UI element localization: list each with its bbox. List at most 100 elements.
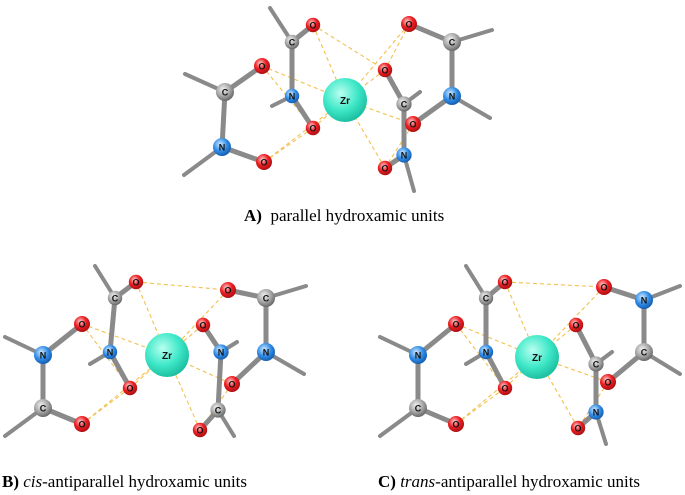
coordination-bond (344, 99, 414, 125)
nitrogen-atom-sphere (443, 87, 461, 105)
nitrogen-atom: N (257, 343, 275, 361)
caption-c-prefix: trans (400, 472, 436, 491)
nitrogen-atom-sphere (213, 138, 231, 156)
oxygen-label: O (309, 124, 316, 134)
oxygen-atom: O (497, 380, 513, 396)
caption-b-letter: B) (2, 472, 19, 491)
nitrogen-label: N (263, 348, 270, 358)
coordination-bond (344, 69, 386, 101)
coordination-bond (263, 127, 314, 163)
coordination-bond (384, 23, 410, 71)
nitrogen-label: N (415, 351, 422, 361)
oxygen-atom-sphere (224, 376, 240, 392)
oxygen-atom-sphere (220, 282, 236, 298)
oxygen-label: O (452, 420, 459, 430)
carbon-atom: C (443, 33, 461, 51)
carbon-atom-sphere (409, 399, 427, 417)
oxygen-label: O (381, 66, 388, 76)
oxygen-atom: O (401, 16, 417, 32)
carbon-atom: C (257, 289, 275, 307)
coordination-bond (312, 24, 386, 71)
oxygen-atom-sphere (122, 380, 138, 396)
carbon-atom-sphere (588, 356, 604, 372)
nitrogen-label: N (449, 92, 456, 102)
oxygen-atom: O (122, 380, 138, 396)
coordination-bond (81, 323, 168, 356)
nitrogen-label: N (219, 143, 226, 153)
nitrogen-label: N (107, 348, 114, 358)
oxygen-atom-sphere (254, 58, 270, 74)
nitrogen-atom: N (213, 138, 231, 156)
oxygen-atom: O (195, 317, 211, 333)
caption-b: B) cis-antiparallel hydroxamic units (2, 472, 247, 492)
nitrogen-atom-sphere (409, 346, 427, 364)
oxygen-atom-sphere (568, 317, 584, 333)
carbon-label: C (401, 100, 408, 110)
nitrogen-label: N (483, 348, 490, 358)
nitrogen-atom: N (588, 404, 604, 420)
caption-a: A) parallel hydroxamic units (244, 206, 444, 226)
oxygen-atom-sphere (74, 416, 90, 432)
carbon-label: C (593, 360, 600, 370)
carbon-label: C (289, 38, 296, 48)
carbon-atom-sphere (443, 33, 461, 51)
oxygen-atom-sphere (256, 154, 272, 170)
oxygen-atom-sphere (195, 317, 211, 333)
oxygen-atom: O (128, 274, 144, 290)
nitrogen-atom-sphere (34, 346, 52, 364)
oxygen-label: O (405, 20, 412, 30)
nitrogen-label: N (40, 351, 47, 361)
oxygen-atom: O (74, 316, 90, 332)
nitrogen-label: N (218, 348, 225, 358)
oxygen-atom-sphere (305, 17, 321, 33)
carbon-atom: C (107, 290, 123, 306)
nitrogen-atom-sphere (213, 344, 229, 360)
oxygen-atom-sphere (377, 160, 393, 176)
coordination-bond (135, 281, 229, 291)
oxygen-atom: O (377, 62, 393, 78)
oxygen-label: O (600, 283, 607, 293)
nitrogen-label: N (289, 92, 296, 102)
coordination-bond (384, 123, 414, 169)
carbon-atom-sphere (210, 402, 226, 418)
oxygen-atom: O (224, 376, 240, 392)
oxygen-label: O (501, 384, 508, 394)
coordination-bond (344, 23, 410, 101)
carbon-label: C (641, 348, 648, 358)
oxygen-label: O (260, 158, 267, 168)
carbon-atom: C (635, 343, 653, 361)
oxygen-atom-sphere (192, 422, 208, 438)
carbon-atom: C (409, 399, 427, 417)
carbon-label: C (263, 294, 270, 304)
oxygen-atom-sphere (600, 374, 616, 390)
oxygen-label: O (604, 378, 611, 388)
caption-a-letter: A) (244, 206, 262, 225)
covalent-bond (219, 89, 228, 150)
oxygen-atom: O (568, 317, 584, 333)
oxygen-label: O (309, 21, 316, 31)
nitrogen-atom: N (478, 344, 494, 360)
covalent-bonds (3, 6, 682, 446)
nitrogen-atom: N (213, 344, 229, 360)
coordination-bond (261, 65, 346, 101)
coordination-bond (129, 354, 168, 389)
oxygen-atom: O (600, 374, 616, 390)
oxygen-label: O (409, 120, 416, 130)
carbon-atom-sphere (107, 290, 123, 306)
oxygen-atom-sphere (448, 316, 464, 332)
zirconium-atom: Zr (515, 335, 559, 379)
oxygen-label: O (381, 164, 388, 174)
zirconium-atom-sphere (323, 78, 367, 122)
nitrogen-atom-sphere (284, 88, 300, 104)
nitrogen-label: N (593, 408, 600, 418)
zirconium-atom: Zr (145, 333, 189, 377)
oxygen-atom-sphere (74, 316, 90, 332)
nitrogen-atom: N (635, 291, 653, 309)
oxygen-label: O (199, 321, 206, 331)
carbon-atom: C (478, 290, 494, 306)
oxygen-label: O (501, 278, 508, 288)
oxygen-atom: O (74, 416, 90, 432)
nitrogen-atom-sphere (588, 404, 604, 420)
oxygen-label: O (132, 278, 139, 288)
